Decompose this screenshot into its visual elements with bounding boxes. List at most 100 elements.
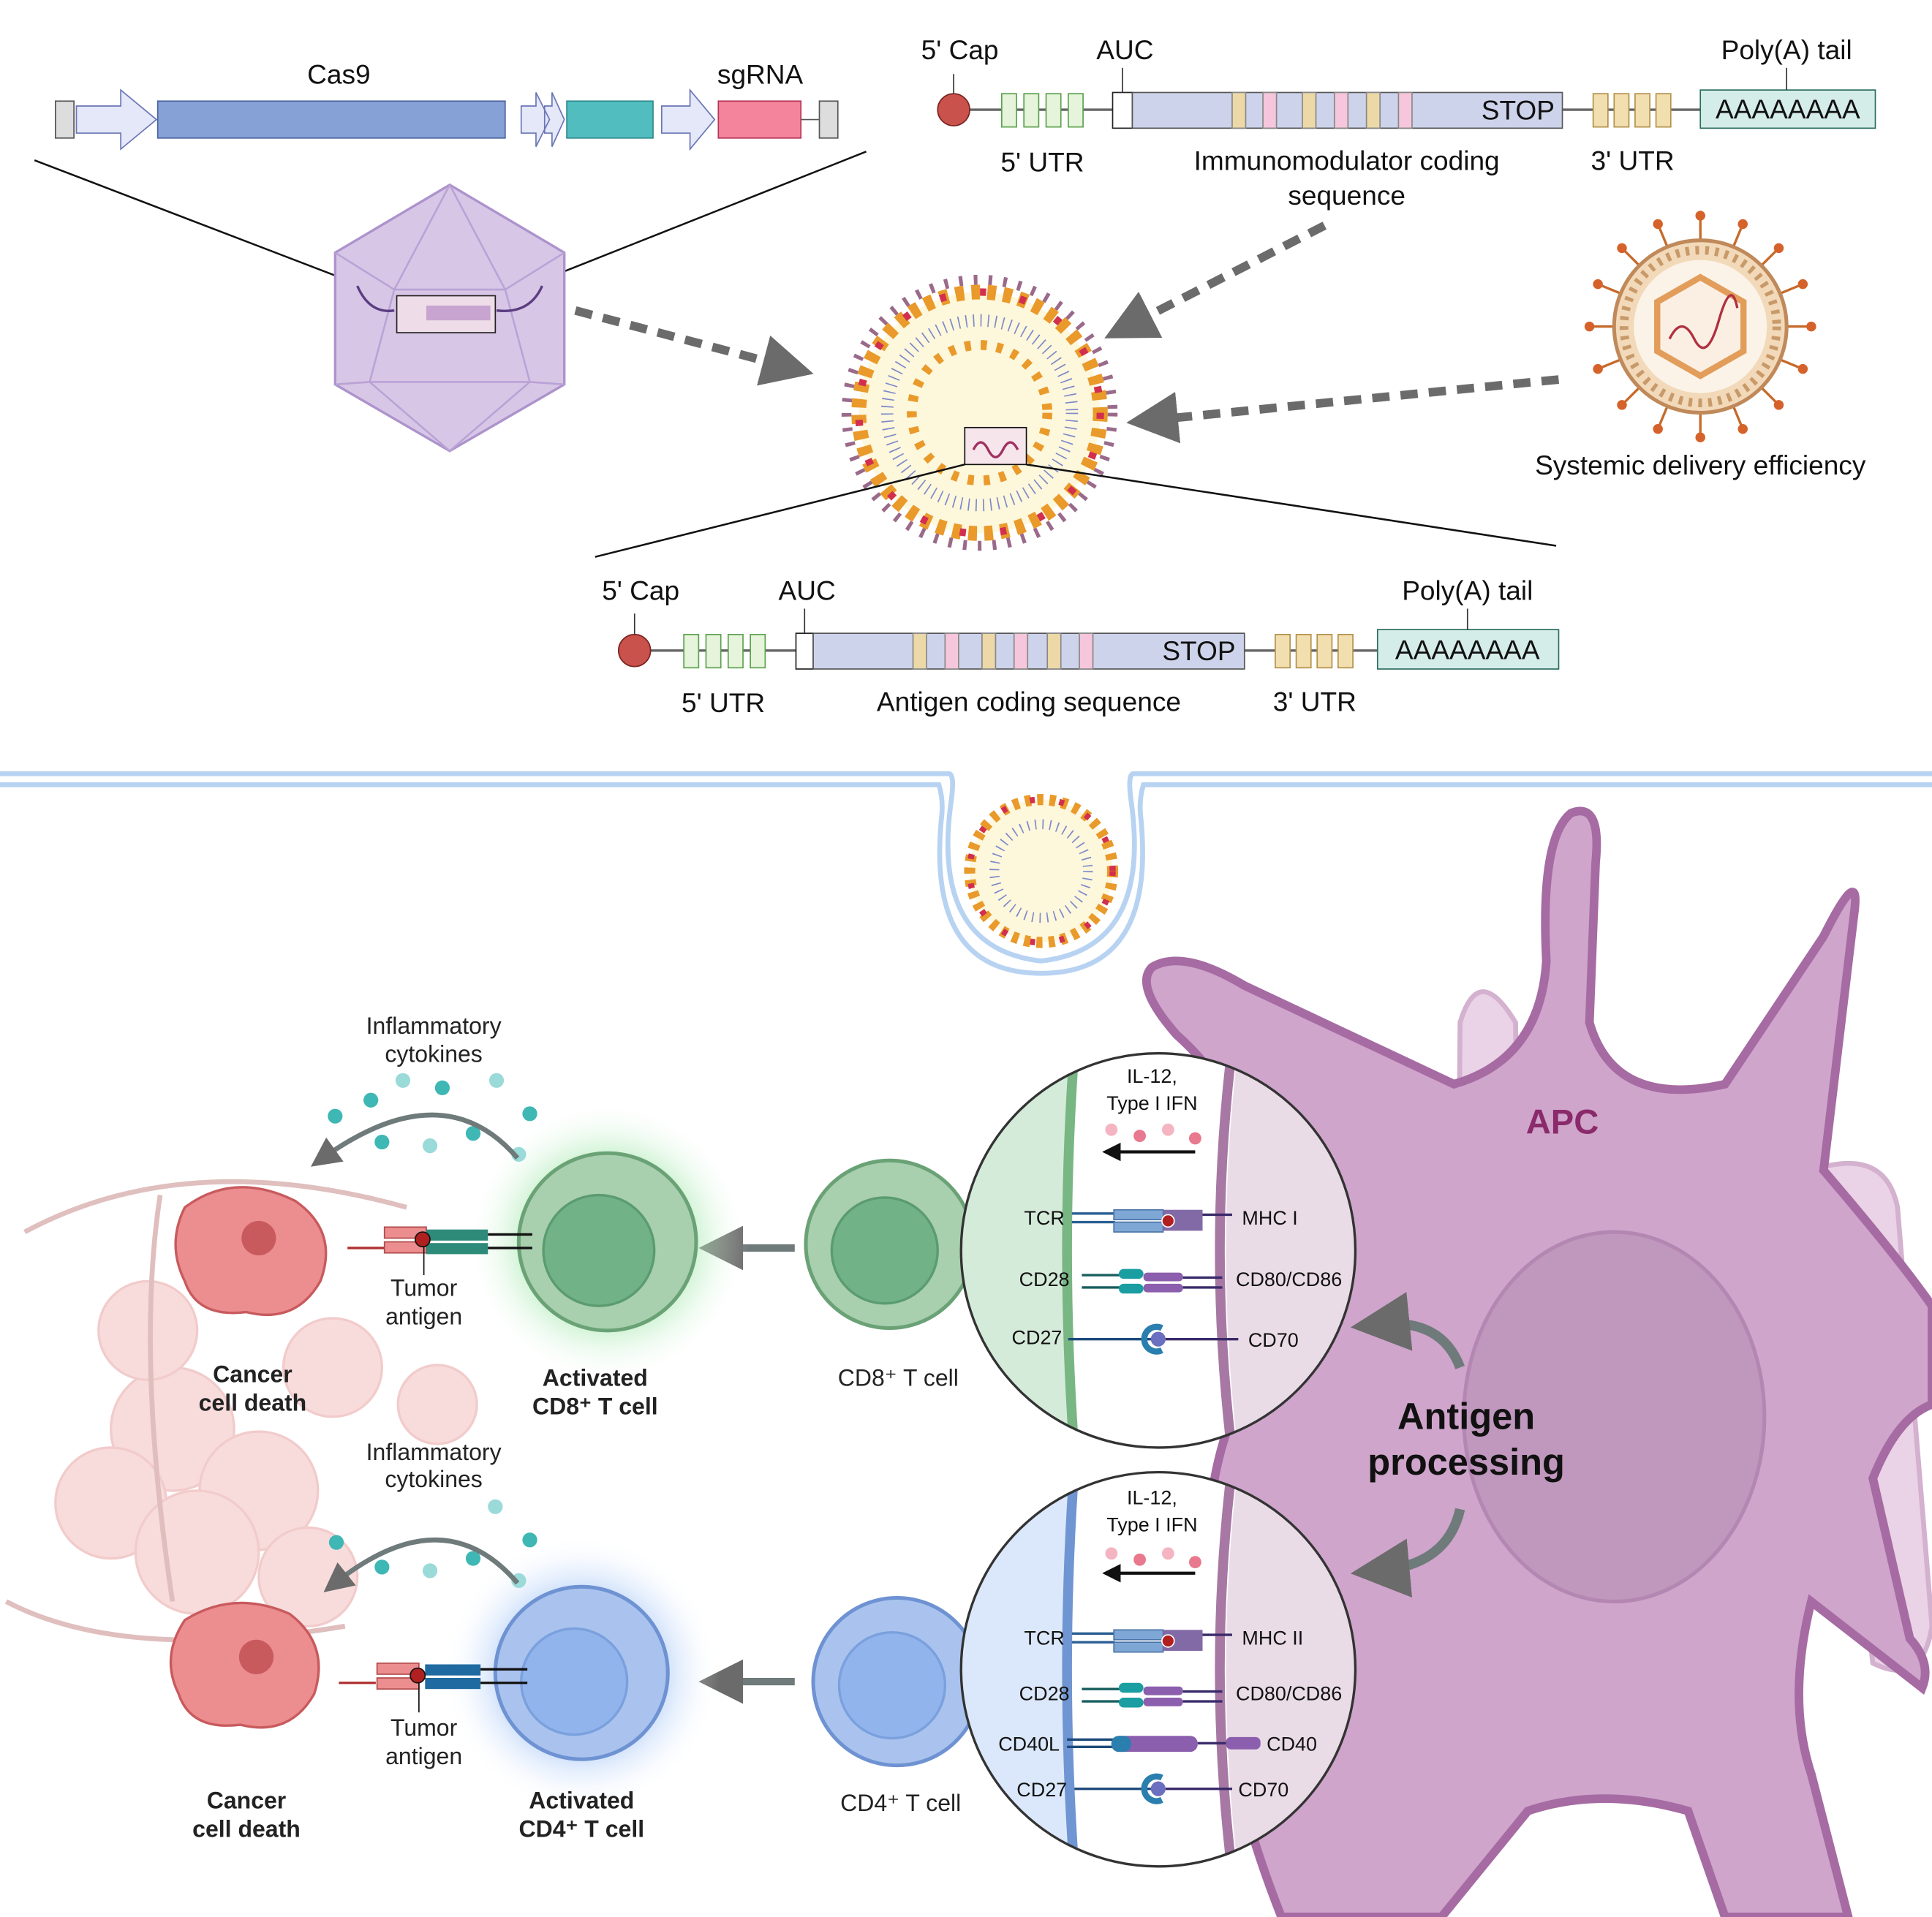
cd40-label: CD40 — [1267, 1733, 1317, 1755]
cas9-construct: Cas9 sgRNA — [34, 59, 867, 300]
utr5-label: 5' UTR — [1000, 146, 1084, 177]
coding-label: Immunomodulator coding — [1194, 145, 1500, 176]
virus-spike-head — [1593, 363, 1603, 374]
activated-cd4-label: Activated — [529, 1788, 634, 1814]
virus-spike-head — [1617, 243, 1627, 254]
activated-cd8-label-2: CD8⁺ T cell — [532, 1393, 658, 1419]
mrna-immunomodulator: STOP AAAAAAAA 5' Cap AUC Poly(A) tail 5'… — [921, 34, 1876, 211]
cytokines-label-2: cytokines — [385, 1041, 482, 1067]
virus-spike-head — [1617, 400, 1627, 410]
polya-sequence: AAAAAAAA — [1716, 94, 1860, 124]
cd40l-cd40-complex — [1067, 1736, 1261, 1752]
endocytosed-lnp-icon — [964, 794, 1119, 948]
polya-label: Poly(A) tail — [1721, 34, 1852, 65]
sgrna-label: sgRNA — [717, 59, 804, 90]
cytokine-dots — [1105, 1547, 1201, 1569]
cd28-label: CD28 — [1019, 1268, 1070, 1290]
virus-spike-head — [1797, 279, 1808, 290]
cd70-label: CD70 — [1248, 1329, 1299, 1351]
cancer-cell-icon — [169, 1601, 320, 1729]
cancer-cell-death-label: Cancer — [213, 1361, 293, 1388]
tumor-antigen-label: Tumor — [390, 1714, 458, 1741]
cytokine-label: IL-12, — [1127, 1065, 1177, 1087]
mhc-label: MHC I — [1242, 1207, 1297, 1229]
cytokine-dots — [328, 1073, 537, 1589]
virus-spike — [1623, 386, 1641, 404]
tcr-tumor-antigen-complex — [339, 1662, 528, 1713]
dashed-arrow — [1104, 222, 1327, 339]
cd8-t-cell-label: CD8⁺ T cell — [838, 1365, 959, 1391]
virus-spike — [1779, 284, 1801, 295]
curved-arrow-icon — [1350, 1292, 1465, 1369]
activated-cd4-t-cell — [493, 1584, 670, 1761]
cd4-t-cell-label: CD4⁺ T cell — [840, 1790, 961, 1816]
virus-spike-head — [1737, 219, 1748, 230]
cytokine-label-2: Type I IFN — [1106, 1092, 1197, 1114]
cap-label: 5' Cap — [602, 575, 679, 606]
virus-spike-head — [1593, 279, 1603, 290]
cap-label: 5' Cap — [921, 34, 999, 65]
cd70-label: CD70 — [1238, 1779, 1288, 1801]
virus-spike-head — [1797, 363, 1808, 374]
curved-arrow-icon — [1350, 1508, 1465, 1598]
utr3-label: 3' UTR — [1591, 145, 1675, 176]
cd28-cd80-complex — [1082, 1268, 1223, 1294]
activated-cd8-label: Activated — [543, 1365, 648, 1391]
virus-spike — [1732, 405, 1743, 428]
apc-label: APC — [1526, 1102, 1599, 1141]
cell-membrane — [0, 771, 1932, 976]
tcr-label: TCR — [1024, 1627, 1064, 1649]
coding-label-2: sequence — [1288, 180, 1405, 211]
virus-spike-head — [1653, 423, 1663, 434]
cap-icon — [618, 634, 652, 668]
stop-codon: STOP — [1162, 635, 1235, 666]
tumor-antigen-label: Tumor — [390, 1275, 458, 1301]
virus-spike — [1760, 249, 1778, 267]
tcr-mhc-complex — [1071, 1629, 1232, 1653]
mhc-label: MHC II — [1242, 1627, 1303, 1649]
coding-label: Antigen coding sequence — [877, 686, 1181, 716]
sgrna-gene — [717, 100, 802, 139]
virus-spike — [1760, 386, 1778, 404]
tumor-antigen-label-2: antigen — [385, 1303, 462, 1329]
cd8-t-cell — [804, 1158, 976, 1331]
virus-label: Systemic delivery efficiency — [1535, 450, 1866, 480]
virus-spike — [1599, 284, 1621, 295]
cd4-t-cell — [811, 1595, 983, 1768]
utr3-label: 3' UTR — [1273, 686, 1356, 716]
cd27-label: CD27 — [1016, 1779, 1067, 1801]
cd80-label: CD80/CD86 — [1236, 1268, 1342, 1290]
auc-label: AUC — [779, 575, 836, 606]
cd28-cd80-complex — [1082, 1682, 1223, 1708]
cancer-cell-death-label-2: cell death — [199, 1389, 307, 1415]
cd27-cd70-complex — [1068, 1323, 1239, 1355]
mrna-antigen: STOP AAAAAAAA 5' Cap AUC Poly(A) tail 5'… — [602, 575, 1560, 718]
virus-spike-head — [1806, 321, 1816, 332]
virus-spike — [1599, 358, 1621, 369]
cytokines-label-2: cytokines — [385, 1466, 482, 1492]
curved-arrow-icon — [310, 1112, 520, 1167]
virus-spike — [1657, 225, 1669, 248]
dashed-arrow — [1126, 375, 1560, 444]
tcr-label: TCR — [1024, 1207, 1064, 1229]
antigen-processing-label: Antigen — [1397, 1396, 1535, 1437]
cas9-gene — [156, 100, 506, 139]
cytokines-label: Inflammatory — [366, 1013, 502, 1039]
virus-spike — [1779, 358, 1801, 369]
curved-arrow-icon — [323, 1537, 520, 1592]
tcr-mhc-complex — [1071, 1209, 1232, 1233]
cd27-label: CD27 — [1012, 1326, 1063, 1348]
virus-spike-head — [1584, 321, 1595, 332]
activated-cd8-t-cell — [516, 1151, 698, 1333]
tcr-tumor-antigen-complex — [347, 1226, 532, 1276]
cd40l-label: CD40L — [998, 1733, 1060, 1755]
utr5-label: 5' UTR — [682, 687, 765, 718]
tumor-antigen-label-2: antigen — [385, 1743, 462, 1769]
lipid-nanoparticle-icon — [841, 274, 1118, 551]
dashed-arrow — [574, 306, 814, 386]
cd28-label: CD28 — [1019, 1682, 1070, 1704]
cancer-cell-icon — [174, 1186, 328, 1316]
cancer-cell-death-label: Cancer — [207, 1788, 287, 1814]
virus-spike-head — [1695, 211, 1705, 221]
